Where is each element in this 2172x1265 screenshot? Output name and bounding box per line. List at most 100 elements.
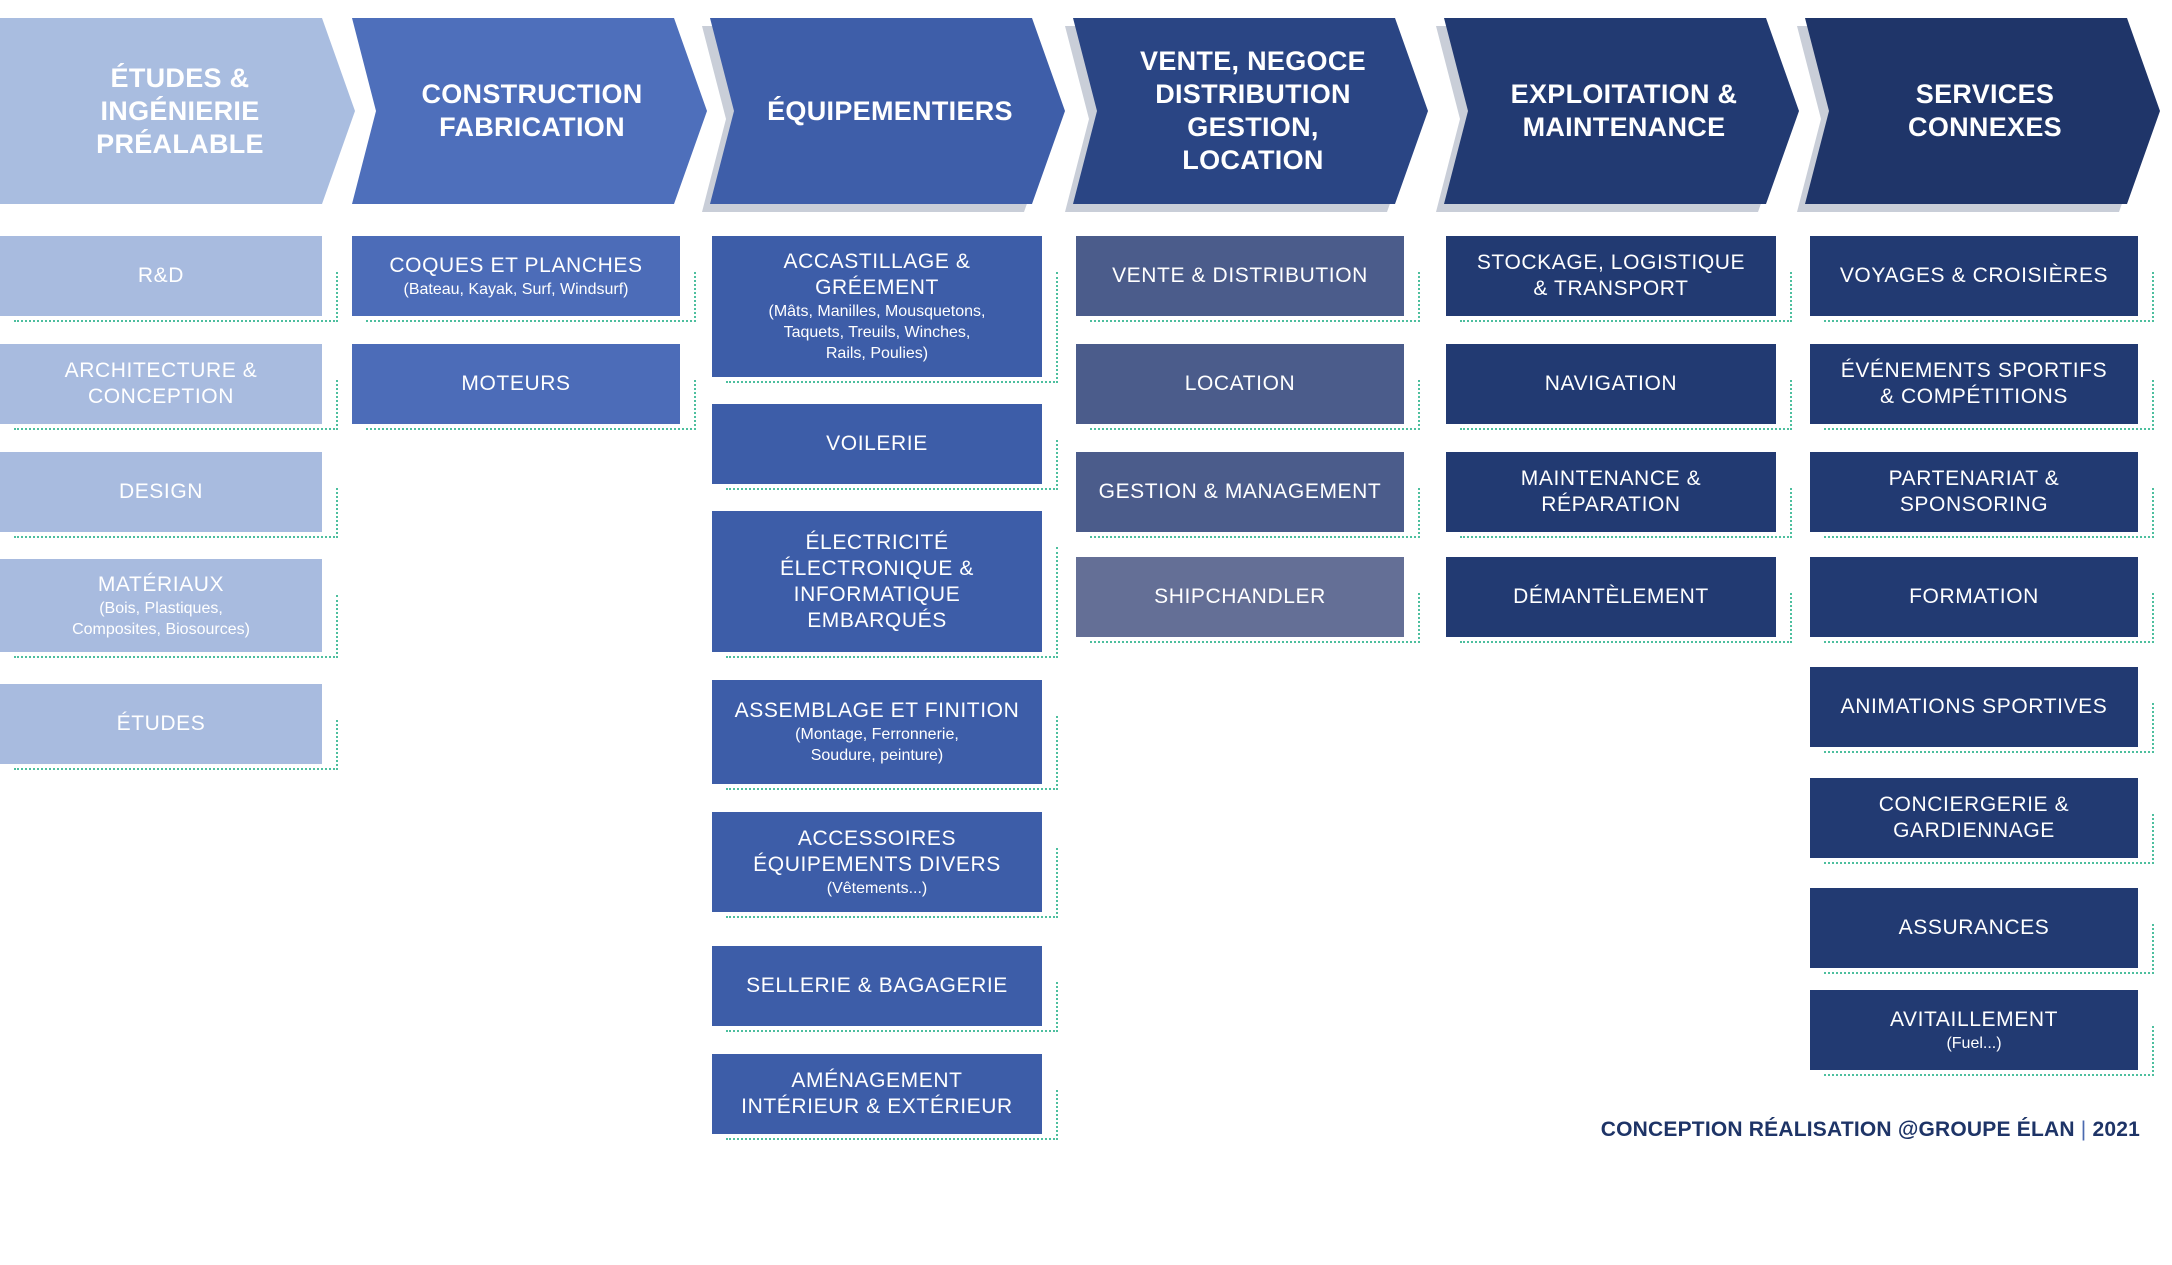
activity-box-architecture-conception: ARCHITECTURE & CONCEPTION	[0, 344, 322, 424]
activity-sublabel: (Mâts, Manilles, Mousquetons, Taquets, T…	[768, 303, 986, 362]
activity-box-vente-distribution: VENTE & DISTRIBUTION	[1076, 236, 1404, 316]
activity-label: CONCIERGERIE & GARDIENNAGE	[1878, 793, 2070, 842]
activity-box-shipchandler: SHIPCHANDLER	[1076, 557, 1404, 637]
activity-box-formation: FORMATION	[1810, 557, 2138, 637]
footer-year: 2021	[2092, 1118, 2140, 1141]
header-chevron-shape	[1444, 18, 1799, 204]
activity-label: ASSURANCES	[1898, 916, 2050, 939]
activity-box-accessoires-equipements-divers: ACCESSOIRES ÉQUIPEMENTS DIVERS (Vêtements…	[712, 812, 1042, 912]
box-dotted-shadow	[1824, 488, 2154, 538]
box-dotted-shadow	[1824, 814, 2154, 864]
activity-box-design: DESIGN	[0, 452, 322, 532]
activity-label: AVITAILLEMENT	[1889, 1007, 2059, 1031]
stage-header-6: SERVICES CONNEXES	[1797, 18, 2165, 212]
stage-header-1: ÉTUDES & INGÉNIERIE PRÉALABLE	[0, 18, 360, 204]
box-dotted-shadow	[726, 848, 1058, 918]
activity-box-evenements-sportifs-competitions: ÉVÉNEMENTS SPORTIFS & COMPÉTITIONS	[1810, 344, 2138, 424]
activity-sublabel: (Bois, Plastiques, Composites, Biosource…	[72, 599, 250, 638]
box-dotted-shadow	[1460, 272, 1792, 322]
stage-header-label: SERVICES CONNEXES	[1908, 79, 2062, 142]
activity-label: AMÉNAGEMENT INTÉRIEUR & EXTÉRIEUR	[741, 1069, 1013, 1118]
stage-header-label: ÉQUIPEMENTIERS	[767, 95, 1013, 126]
stage-header-4: VENTE, NEGOCE DISTRIBUTION GESTION, LOCA…	[1065, 18, 1433, 212]
activity-label: ÉTUDES	[116, 712, 206, 735]
activity-box-etudes: ÉTUDES	[0, 684, 322, 764]
box-dotted-shadow	[1824, 924, 2154, 974]
activity-label: ACCESSOIRES ÉQUIPEMENTS DIVERS	[753, 826, 1001, 876]
activity-label: MATÉRIAUX	[97, 572, 225, 596]
box-dotted-shadow	[1460, 380, 1792, 430]
box-dotted-shadow	[14, 488, 338, 538]
activity-label: MOTEURS	[461, 372, 571, 395]
activity-label: VOILERIE	[826, 432, 928, 455]
box-dotted-shadow	[726, 982, 1058, 1032]
activity-label: MAINTENANCE & RÉPARATION	[1520, 467, 1702, 516]
box-dotted-shadow	[14, 720, 338, 770]
activity-box-demantelement: DÉMANTÈLEMENT	[1446, 557, 1776, 637]
activity-label: ASSEMBLAGE ET FINITION	[734, 699, 1020, 722]
activity-label: R&D	[137, 264, 185, 287]
activity-label: FORMATION	[1909, 585, 2039, 608]
box-dotted-shadow	[1460, 593, 1792, 643]
box-dotted-shadow	[366, 272, 696, 322]
footer-credit: CONCEPTION RÉALISATION @GROUPE ÉLAN | 20…	[1480, 1118, 2140, 1142]
activity-sublabel: (Bateau, Kayak, Surf, Windsurf)	[403, 280, 629, 298]
footer-text: CONCEPTION RÉALISATION @GROUPE ÉLAN	[1600, 1118, 2075, 1141]
box-dotted-shadow	[1090, 593, 1420, 643]
activity-box-conciergerie-gardiennage: CONCIERGERIE & GARDIENNAGE	[1810, 778, 2138, 858]
activity-box-r-d: R&D	[0, 236, 322, 316]
activity-box-coques-et-planches: COQUES ET PLANCHES(Bateau, Kayak, Surf, …	[352, 236, 680, 316]
box-dotted-shadow	[1090, 488, 1420, 538]
footer-separator: |	[2080, 1118, 2087, 1141]
activity-box-voyages-croisieres: VOYAGES & CROISIÈRES	[1810, 236, 2138, 316]
stage-header-3: ÉQUIPEMENTIERS	[702, 18, 1070, 212]
activity-label: VOYAGES & CROISIÈRES	[1839, 264, 2109, 287]
stage-header-5: EXPLOITATION & MAINTENANCE	[1436, 18, 1804, 212]
header-chevron-shape	[1073, 18, 1428, 204]
box-dotted-shadow	[1824, 593, 2154, 643]
activity-label: VENTE & DISTRIBUTION	[1112, 264, 1368, 287]
box-dotted-shadow	[726, 1090, 1058, 1140]
box-dotted-shadow	[1090, 272, 1420, 322]
activity-box-location: LOCATION	[1076, 344, 1404, 424]
activity-label: NAVIGATION	[1544, 372, 1678, 395]
box-dotted-shadow	[14, 595, 338, 658]
stage-header-label: CONSTRUCTION FABRICATION	[421, 79, 643, 142]
activity-sublabel: (Montage, Ferronnerie, Soudure, peinture…	[795, 726, 959, 764]
header-chevron-shape	[352, 18, 707, 204]
box-dotted-shadow	[1460, 488, 1792, 538]
box-dotted-shadow	[1824, 1026, 2154, 1076]
header-chevron-shape	[710, 18, 1065, 204]
header-chevron-shape	[1805, 18, 2160, 204]
activity-box-voilerie: VOILERIE	[712, 404, 1042, 484]
activity-label: DÉMANTÈLEMENT	[1513, 585, 1709, 608]
activity-label: STOCKAGE, LOGISTIQUE & TRANSPORT	[1476, 251, 1746, 300]
activity-label: LOCATION	[1184, 372, 1296, 395]
box-dotted-shadow	[1090, 380, 1420, 430]
activity-box-amenagement-interieur-exterieur: AMÉNAGEMENT INTÉRIEUR & EXTÉRIEUR	[712, 1054, 1042, 1134]
activity-label: ARCHITECTURE & CONCEPTION	[64, 359, 258, 408]
activity-box-animations-sportives: ANIMATIONS SPORTIVES	[1810, 667, 2138, 747]
activity-box-assemblage-et-finition: ASSEMBLAGE ET FINITION (Montage, Ferronne…	[712, 680, 1042, 784]
box-dotted-shadow	[1824, 703, 2154, 753]
stage-header-label: ÉTUDES & INGÉNIERIE PRÉALABLE	[96, 62, 264, 159]
activity-label: DESIGN	[118, 480, 204, 503]
box-dotted-shadow	[1824, 272, 2154, 322]
activity-box-partenariat-sponsoring: PARTENARIAT & SPONSORING	[1810, 452, 2138, 532]
activity-box-materiaux: MATÉRIAUX (Bois, Plastiques, Composites, …	[0, 559, 322, 652]
activity-label: SELLERIE & BAGAGERIE	[746, 974, 1008, 997]
activity-label: ÉVÉNEMENTS SPORTIFS & COMPÉTITIONS	[1840, 359, 2108, 408]
activity-label: PARTENARIAT & SPONSORING	[1888, 467, 2060, 516]
box-dotted-shadow	[366, 380, 696, 430]
stage-header-label: EXPLOITATION & MAINTENANCE	[1510, 79, 1738, 142]
activity-label: ÉLECTRICITÉ ÉLECTRONIQUE & INFORMATIQUE …	[780, 530, 974, 632]
activity-sublabel: (Vêtements...)	[826, 879, 928, 897]
activity-box-gestion-management: GESTION & MANAGEMENT	[1076, 452, 1404, 532]
activity-sublabel: (Fuel...)	[1946, 1034, 2002, 1052]
activity-box-stockage-logistique-transport: STOCKAGE, LOGISTIQUE & TRANSPORT	[1446, 236, 1776, 316]
activity-box-avitaillement: AVITAILLEMENT (Fuel...)	[1810, 990, 2138, 1070]
box-dotted-shadow	[14, 272, 338, 322]
activity-box-assurances: ASSURANCES	[1810, 888, 2138, 968]
box-dotted-shadow	[726, 547, 1058, 658]
activity-box-sellerie-bagagerie: SELLERIE & BAGAGERIE	[712, 946, 1042, 1026]
